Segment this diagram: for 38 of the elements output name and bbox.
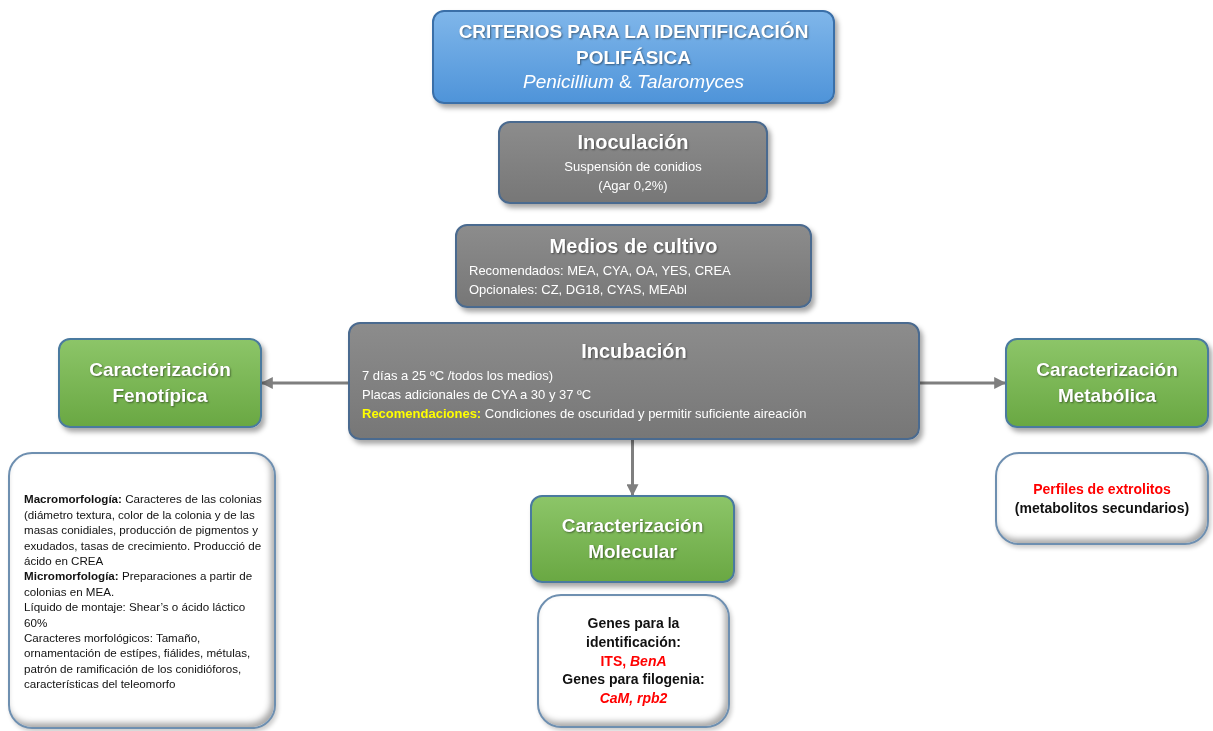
detail-box [537, 594, 730, 728]
category-heading: Caracterización Fenotípica [88, 358, 232, 408]
detail-text: CaM, rpb2 [598, 689, 669, 709]
step-detail: Opcionales: CZ, DG18, CYAS, MEAbl [469, 280, 688, 299]
category-box [58, 338, 262, 428]
process-box [348, 322, 920, 440]
step-detail: Recomendaciones: Condiciones de oscuridad y permitir suficiente aireación [362, 404, 808, 423]
description-text: Macromorfología: Caracteres de las colonias (diámetro textura, color de la colonia y de las masas conidiales, producción de pigmentos y exudados, tasas de crecimiento. Producció de ácido en CREA [24, 491, 262, 569]
title-box [432, 10, 835, 104]
step-heading: Incubación [580, 339, 688, 365]
step-detail: Recomendados: MEA, CYA, OA, YES, CREA [469, 261, 732, 280]
step-detail: Suspensión de conidios [563, 158, 703, 177]
detail-text: Genes para filogenia: [561, 670, 706, 690]
category-heading: Caracterización Molecular [560, 514, 705, 564]
genus-names: Penicillium & Talaromyces [521, 70, 746, 95]
detail-text: (metabolitos secundarios) [1013, 498, 1191, 518]
arrow [626, 440, 639, 497]
description-text: Micromorfología: Preparaciones a partir de colonias en MEA. [24, 568, 254, 600]
arrow [920, 377, 1007, 389]
arrow [260, 377, 348, 389]
detail-text: Perfiles de extrolitos [1032, 479, 1172, 499]
detail-text: Genes para la identificación: [585, 613, 682, 652]
category-box [530, 495, 735, 583]
description-text: Líquido de montaje: Shear’s o ácido láctico 60% [24, 599, 247, 630]
detail-box [995, 452, 1209, 545]
category-box [1005, 338, 1209, 428]
title-text: CRITERIOS PARA LA IDENTIFICACIÓN POLIFÁSICA [457, 20, 810, 70]
description-text: Caracteres morfológicos: Tamaño, ornamentación de estípes, fiálides, métulas, patrón de ramificación de los conidióforos, características del teleomorfo [24, 630, 252, 692]
step-detail: (Agar 0,2%) [597, 177, 669, 195]
category-heading: Caracterización Metabólica [1035, 358, 1179, 408]
step-detail: 7 días a 25 ºC /todos los medios) [362, 367, 555, 386]
detail-box [8, 452, 276, 729]
process-box [498, 121, 768, 204]
process-box [455, 224, 812, 308]
step-detail: Placas adicionales de CYA a 30 y 37 ºC [362, 386, 593, 405]
detail-text: ITS, BenA [599, 651, 668, 671]
step-heading: Medios de cultivo [548, 233, 719, 259]
step-heading: Inoculación [576, 130, 690, 156]
